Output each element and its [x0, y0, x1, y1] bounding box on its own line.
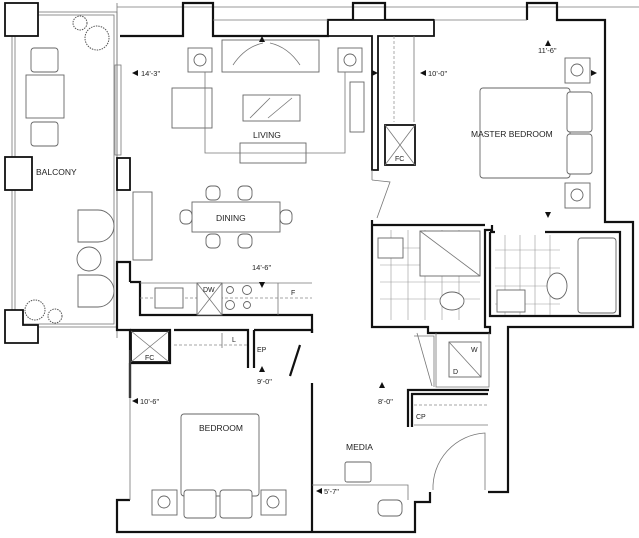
dimension-living: 14'-3" — [141, 69, 160, 78]
balcony-chair — [30, 47, 59, 73]
pillow — [219, 489, 253, 519]
sink — [154, 287, 184, 309]
pillow — [566, 91, 593, 133]
toilet — [439, 291, 465, 311]
lamp-icon — [343, 53, 357, 67]
bed — [479, 87, 571, 179]
linen-closet-label: L — [232, 337, 236, 344]
lounge-chair — [77, 274, 115, 308]
balcony-table — [25, 74, 65, 119]
lamp-icon — [266, 495, 280, 509]
dimension-master: 11'-6" — [538, 46, 557, 55]
lamp-icon — [570, 188, 584, 202]
media-area: MEDIA 5'-7" 8'-0" — [312, 397, 409, 517]
bathtub — [577, 237, 617, 314]
dimension-kitchen: 14'-6" — [252, 263, 271, 272]
plant-icon — [72, 15, 88, 31]
vanity-sink — [496, 289, 526, 313]
bathrooms — [370, 220, 622, 335]
sliding-door[interactable] — [114, 64, 122, 156]
fan-coil-label-master: FC — [395, 156, 404, 163]
sideboard — [132, 191, 153, 261]
electrical-panel-label: EP — [257, 347, 267, 354]
washer-label: W — [471, 347, 478, 354]
room-label-dining: DINING — [216, 213, 246, 223]
toilet — [546, 272, 568, 300]
lamp-icon — [157, 495, 171, 509]
lounge-chair — [77, 209, 115, 243]
room-label-balcony: BALCONY — [36, 167, 77, 177]
dishwasher-label: DW — [203, 287, 215, 294]
plant-icon — [47, 308, 63, 324]
dining-area: DINING — [132, 185, 293, 261]
room-label-living: LIVING — [253, 130, 281, 140]
room-label-bedroom: BEDROOM — [199, 423, 243, 433]
lamp-icon — [193, 53, 207, 67]
bedroom: FC L EP BEDROOM 9'-0" 10'-6" — [128, 328, 314, 532]
kitchen: DW F 14'-6" — [130, 263, 314, 333]
column — [4, 156, 33, 191]
column — [4, 2, 39, 37]
living-room: LIVING 14'-3" 10'-0" — [141, 39, 447, 164]
lamp-icon — [570, 63, 584, 77]
dimension-bedroom-depth: 9'-0" — [257, 377, 272, 386]
dimension-bedroom-width: 10'-6" — [140, 397, 159, 406]
pillow — [183, 489, 217, 519]
dining-table — [191, 201, 281, 233]
fridge-label: F — [291, 290, 295, 297]
armchair — [171, 87, 213, 129]
plant-icon — [24, 299, 46, 321]
pillow — [566, 133, 593, 175]
column — [116, 157, 131, 191]
side-table — [76, 246, 102, 272]
laundry-and-entry: W D CP — [406, 332, 490, 491]
room-label-media: MEDIA — [346, 442, 373, 452]
balcony-area: BALCONY — [4, 2, 639, 344]
entry-door[interactable] — [432, 432, 486, 491]
ottoman — [377, 499, 403, 517]
media-console — [349, 81, 365, 133]
desk-chair — [344, 461, 372, 483]
dimension-media: 5'-7" — [324, 487, 339, 496]
coat-closet-label: CP — [416, 414, 426, 421]
dimension-foyer: 8'-0" — [378, 397, 393, 406]
vanity-sink — [377, 237, 404, 259]
balcony-chair — [30, 121, 59, 147]
dimension-living-depth: 10'-0" — [428, 69, 447, 78]
dryer-label: D — [453, 369, 458, 376]
master-bedroom: FC MASTER BEDROOM 11'-6" — [371, 36, 593, 219]
column — [4, 309, 39, 344]
plant-icon — [84, 25, 110, 51]
fan-coil-label-bedroom: FC — [145, 355, 154, 362]
structural-column — [327, 19, 435, 171]
sofa — [221, 39, 320, 73]
room-label-master-bedroom: MASTER BEDROOM — [471, 129, 553, 139]
dimension-arrows — [132, 36, 597, 494]
